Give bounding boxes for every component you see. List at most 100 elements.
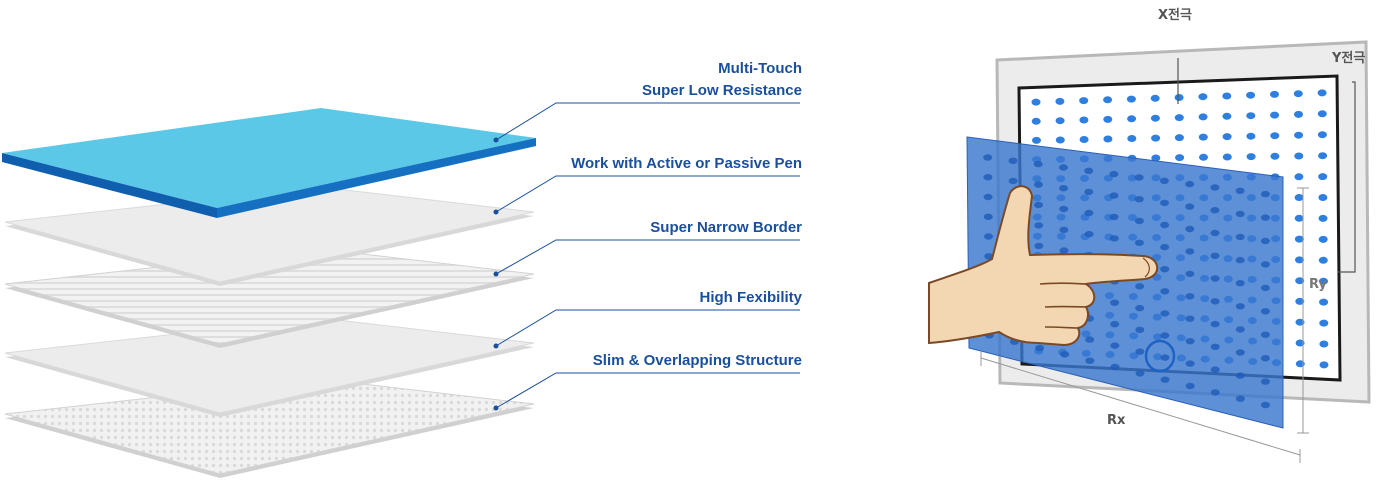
y-electrode-label: Y전극 [1332,51,1366,66]
label-active-passive-pen: Work with Active or Passive Pen [571,153,802,175]
electrode-dot [1210,389,1220,396]
electrode-dot [1246,132,1256,140]
electrode-dot [1033,181,1043,188]
electrode-dot [1198,133,1208,141]
electrode-dot [1084,188,1094,196]
electrode-dot [1222,153,1232,161]
electrode-dot [1235,210,1245,218]
rx-dimension [980,352,1301,463]
electrode-dot [1294,152,1304,160]
electrode-dot [1185,293,1195,300]
electrode-dot [1235,280,1245,287]
electrode-dot [1084,209,1094,217]
electrode-dot [1210,229,1220,237]
electrode-dot [1319,340,1329,348]
electrode-dot [1185,315,1195,322]
electrode-dot [1185,382,1195,390]
electrode-dot [1235,349,1245,356]
electrode-dot [983,174,993,181]
electrode-dot [1059,205,1069,213]
electrode-dot [1150,94,1160,102]
electrode-dot [1103,135,1113,143]
electrode-dot [1159,177,1169,184]
electrode-dot [1185,225,1195,233]
electrode-dot [1109,235,1119,242]
label-super-narrow-border: Super Narrow Border [650,217,802,239]
electrode-dot [1160,376,1170,383]
electrode-dot [1059,185,1069,192]
electrode-dot [1160,221,1170,229]
electrode-dot [1319,298,1329,306]
pointing-hand [928,185,1159,347]
electrode-dot [1210,184,1220,191]
electrode-dot [1110,342,1120,349]
callout-active-passive-pen [493,175,800,215]
electrode-dot [1317,131,1327,139]
electrode-dot [1031,98,1041,106]
electrode-dot [1160,199,1169,207]
electrode-dot [1294,131,1304,139]
electrode-dot [1295,318,1305,326]
electrode-dot [1318,173,1328,181]
electrode-dot [1317,110,1327,118]
label-high-flexibility: High Fexibility [699,287,802,309]
electrode-dot [1084,230,1094,238]
electrode-dot [1319,277,1328,285]
electrode-dot [1260,378,1270,385]
electrode-dot [1260,261,1270,268]
electrode-dot [1085,336,1095,343]
rx-label: Rx [1107,413,1126,428]
electrode-dot [1035,344,1045,352]
electrode-dot [984,253,994,260]
y-electrode-pointer [1338,81,1356,273]
electrode-dot [1174,114,1184,122]
electrode-dot [1293,90,1303,98]
electrode-dot [1055,117,1065,125]
electrode-dot [1135,283,1145,290]
electrode-dot [1109,170,1119,178]
electrode-dot [1033,160,1043,168]
electrode-dot [1210,252,1220,259]
electrode-dot [1222,112,1232,120]
electrode-dot [1034,242,1044,250]
electrode-dot [1210,207,1220,214]
x-electrode-label: X전극 [1158,8,1192,23]
electrode-dot [1034,201,1043,209]
electrode-dot [1260,237,1270,245]
electrode-dot [1235,303,1245,310]
electrode-dot [1317,89,1327,97]
electrode-dot [1235,372,1245,379]
electrode-dot [983,193,993,201]
electrode-dot [1198,113,1208,121]
label-multi-touch-line1: Multi-Touch [718,60,802,77]
electrode-dot [1270,132,1280,140]
electrode-dot [1260,190,1270,198]
electrode-dot [1135,326,1145,333]
electrode-dot [1246,91,1256,99]
electrode-dot [983,154,993,161]
electrode-dot [1032,136,1041,144]
electrode-dot [1110,321,1120,328]
electrode-dot [1160,266,1170,273]
electrode-dot [1210,366,1220,373]
electrode-dot [1060,351,1070,358]
electrode-dot [1174,134,1184,142]
electrode-dot [1185,360,1195,367]
electrode-dot [1318,214,1328,222]
electrode-dot [1295,339,1305,347]
electrode-dot [1059,247,1069,254]
label-slim-overlapping: Slim & Overlapping Structure [593,350,802,372]
electrode-dot [1210,343,1220,350]
electrode-dot [1185,180,1195,188]
electrode-dot [1008,177,1018,185]
electrode-dot [1126,95,1136,103]
electrode-dot [1318,194,1328,201]
callout-slim-overlapping [493,372,800,411]
electrode-dot [1150,114,1160,122]
electrode-dot [1222,133,1232,141]
electrode-dot [1151,134,1161,142]
electrode-dot [1235,256,1245,264]
electrode-dot [1235,326,1245,333]
electrode-dot [1260,284,1270,292]
